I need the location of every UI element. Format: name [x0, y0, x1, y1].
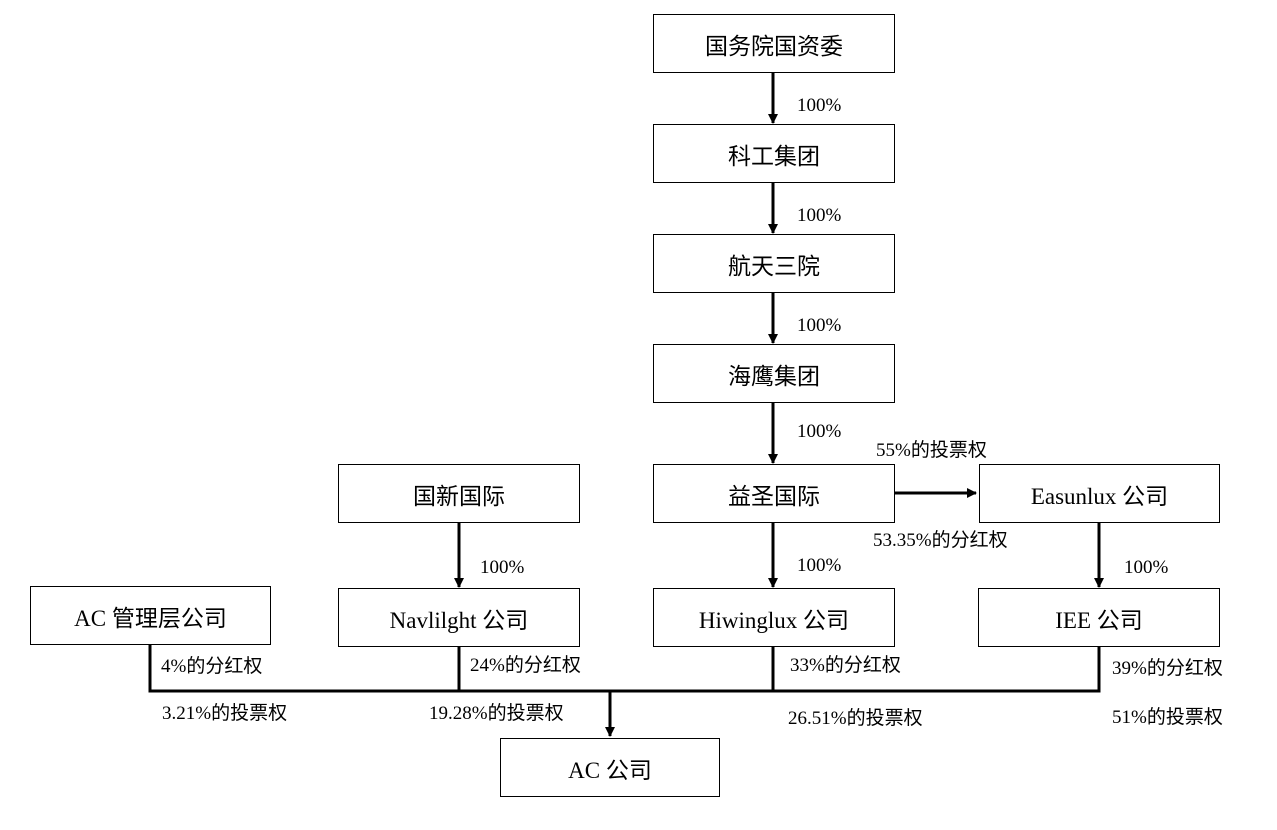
- edge-label-iee-dividend: 39%的分红权: [1112, 658, 1223, 679]
- node-label: AC 公司: [568, 757, 652, 783]
- node-navlilght: Navlilght 公司: [338, 588, 580, 647]
- edge-label-acmgmt-vote: 3.21%的投票权: [162, 703, 288, 724]
- edge-label-yisheng-hiwinglux: 100%: [797, 555, 842, 576]
- edge-label-yisheng-easunlux-dividend: 53.35%的分红权: [873, 530, 1008, 551]
- edge-label-navlilght-dividend: 24%的分红权: [470, 655, 581, 676]
- node-kegong: 科工集团: [653, 124, 895, 183]
- node-label: 国务院国资委: [705, 33, 843, 59]
- node-label: IEE 公司: [1055, 607, 1143, 633]
- node-label: 益圣国际: [728, 483, 820, 509]
- edge-label-iee-vote: 51%的投票权: [1112, 707, 1223, 728]
- edge-label-kegong-hangtian3: 100%: [797, 205, 842, 226]
- node-label: 科工集团: [728, 143, 820, 169]
- edge-label-yisheng-easunlux-vote: 55%的投票权: [876, 440, 987, 461]
- edge-label-haiying-yisheng: 100%: [797, 421, 842, 442]
- edge-label-acmgmt-dividend: 4%的分红权: [161, 656, 263, 677]
- node-sasac: 国务院国资委: [653, 14, 895, 73]
- edge-label-easunlux-iee: 100%: [1124, 557, 1169, 578]
- edge-label-hiwinglux-vote: 26.51%的投票权: [788, 708, 923, 729]
- node-yisheng: 益圣国际: [653, 464, 895, 523]
- node-guoxin: 国新国际: [338, 464, 580, 523]
- edge-label-hangtian3-haiying: 100%: [797, 315, 842, 336]
- node-hiwinglux: Hiwinglux 公司: [653, 588, 895, 647]
- edge-label-hiwinglux-dividend: 33%的分红权: [790, 655, 901, 676]
- node-label: 海鹰集团: [728, 363, 820, 389]
- node-easunlux: Easunlux 公司: [979, 464, 1220, 523]
- node-ac: AC 公司: [500, 738, 720, 797]
- node-iee: IEE 公司: [978, 588, 1220, 647]
- node-ac-mgmt: AC 管理层公司: [30, 586, 271, 645]
- node-haiying: 海鹰集团: [653, 344, 895, 403]
- edge-label-sasac-kegong: 100%: [797, 95, 842, 116]
- node-label: AC 管理层公司: [74, 605, 227, 631]
- node-label: Easunlux 公司: [1030, 483, 1169, 509]
- node-label: 国新国际: [413, 483, 505, 509]
- node-label: Navlilght 公司: [389, 607, 529, 633]
- edge-label-navlilght-vote: 19.28%的投票权: [429, 703, 564, 724]
- node-hangtian3: 航天三院: [653, 234, 895, 293]
- node-label: Hiwinglux 公司: [698, 607, 850, 633]
- node-label: 航天三院: [728, 253, 820, 279]
- edge-label-guoxin-navlilght: 100%: [480, 557, 525, 578]
